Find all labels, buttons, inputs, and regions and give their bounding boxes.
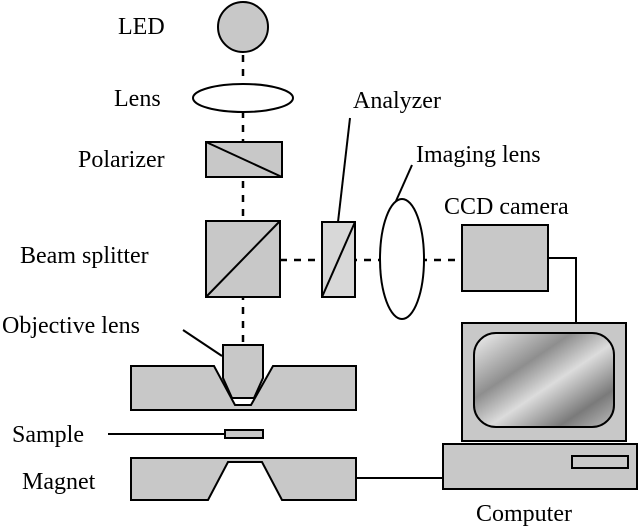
led-source bbox=[217, 1, 269, 53]
lens-label: Lens bbox=[114, 86, 161, 112]
camera-cable bbox=[548, 257, 577, 323]
imaging-lens bbox=[379, 198, 425, 320]
sample bbox=[224, 429, 264, 439]
ccd-camera bbox=[461, 224, 549, 292]
beam-splitter bbox=[205, 220, 281, 298]
imaging-lens-leader-line bbox=[395, 164, 413, 202]
disk-drive-slot bbox=[571, 455, 629, 469]
computer-monitor bbox=[461, 322, 627, 442]
polarizer bbox=[205, 141, 283, 178]
objective-lens-label: Objective lens bbox=[2, 313, 140, 339]
objective-lens-leader-line bbox=[182, 329, 223, 357]
polarizer-label: Polarizer bbox=[78, 147, 165, 173]
led-label: LED bbox=[118, 14, 165, 40]
ccd-camera-label: CCD camera bbox=[444, 194, 569, 220]
computer-base bbox=[442, 443, 638, 490]
computer-label: Computer bbox=[476, 501, 572, 527]
analyzer-leader-line bbox=[337, 117, 351, 223]
magnet-label: Magnet bbox=[22, 469, 96, 495]
monitor-screen bbox=[473, 332, 615, 428]
beam-splitter-label: Beam splitter bbox=[20, 243, 149, 269]
sample-label: Sample bbox=[12, 422, 84, 448]
analyzer bbox=[321, 221, 356, 298]
condenser-lens bbox=[192, 83, 294, 113]
analyzer-label: Analyzer bbox=[353, 88, 441, 114]
magnet-upper-pole bbox=[130, 365, 357, 411]
magnet-lower-pole bbox=[130, 457, 357, 501]
imaging-lens-label: Imaging lens bbox=[416, 142, 541, 168]
objective-lens bbox=[222, 344, 264, 399]
